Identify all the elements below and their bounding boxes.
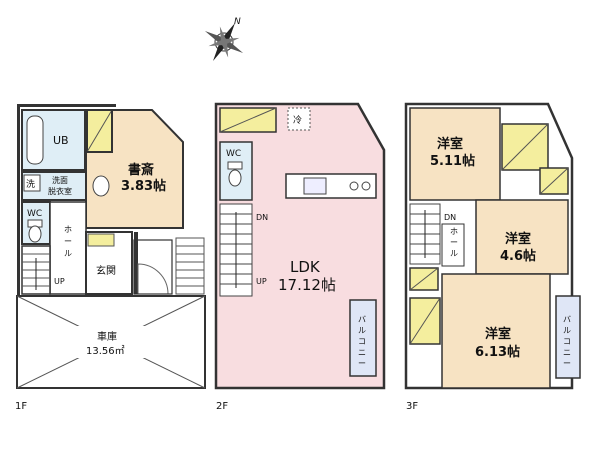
balcony-3f-char-3: ニ	[563, 348, 571, 357]
balcony-3f	[555, 295, 581, 379]
floor-1f: UB 書斎 3.83帖 洗 洗面 脱衣室 WC ホ ー ル	[15, 104, 206, 412]
fridge-label: 冷	[293, 114, 302, 126]
up-1f-label: UP	[54, 277, 65, 286]
room2-name: 洋室	[505, 231, 531, 247]
floor-2f: 冷 WC DN UP LDK 17.12帖 バ ル	[214, 102, 386, 412]
outside-steps	[175, 237, 205, 295]
balcony-3f-char-0: バ	[563, 315, 571, 324]
room1-name: 洋室	[437, 136, 463, 152]
floor-label-2f: 2F	[216, 401, 228, 412]
compass-rose-icon: N	[204, 17, 244, 62]
room2-size: 4.6帖	[500, 248, 536, 264]
balcony-2f	[349, 299, 377, 377]
wash-label-1: 洗面	[52, 175, 68, 185]
kitchen-counter	[285, 173, 377, 199]
up-2f-label: UP	[256, 277, 267, 286]
balcony-2f-char-1: ル	[358, 326, 366, 335]
compass-north-label: N	[234, 17, 241, 27]
wc-2f-label: WC	[226, 149, 241, 159]
fridge	[287, 107, 311, 131]
hall-1f	[49, 201, 87, 295]
hall-3f-char-1: ー	[450, 238, 458, 247]
hall-1f-char-1: ー	[64, 237, 72, 246]
ldk-size: 17.12帖	[278, 276, 336, 294]
stairs-3f	[409, 203, 441, 265]
hall-3f	[441, 223, 465, 267]
dn-3f-label: DN	[444, 213, 456, 222]
hall-3f-char-2: ル	[450, 249, 458, 258]
garage-size: 13.56㎡	[86, 345, 125, 357]
balcony-2f-char-3: ニ	[358, 348, 366, 357]
room1-size: 5.11帖	[430, 153, 475, 169]
floor-label-3f: 3F	[406, 401, 418, 412]
stairs-2f	[219, 203, 253, 297]
floor-3f: 洋室 5.11帖 DN ホ ー ル 洋室 4.6帖	[404, 102, 581, 412]
wash-label-2: 脱衣室	[48, 186, 72, 196]
balcony-2f-char-2: コ	[358, 337, 366, 346]
hall-3f-char-0: ホ	[450, 227, 458, 236]
entrance-label: 玄関	[96, 264, 116, 277]
stairs-1f	[21, 245, 51, 295]
study-size: 3.83帖	[121, 178, 166, 194]
garage-name: 車庫	[97, 330, 117, 343]
western-room-3	[441, 273, 551, 389]
balcony-3f-char-2: コ	[563, 337, 571, 346]
wc-1f-label: WC	[27, 209, 42, 219]
study-room	[85, 109, 184, 229]
western-room-2	[475, 199, 569, 275]
hall-1f-char-2: ル	[64, 249, 72, 258]
balcony-2f-char-4: ー	[358, 359, 366, 368]
balcony-2f-char-0: バ	[358, 315, 366, 324]
room3-size: 6.13帖	[475, 344, 520, 360]
balcony-3f-char-4: ー	[563, 359, 571, 368]
ldk-name: LDK	[290, 258, 321, 276]
washer-label: 洗	[26, 178, 35, 190]
ub-label: UB	[53, 134, 69, 147]
room3-name: 洋室	[485, 326, 511, 342]
study-name: 書斎	[128, 162, 154, 178]
balcony-3f-char-1: ル	[563, 326, 571, 335]
dn-2f-label: DN	[256, 213, 268, 222]
hall-1f-char-0: ホ	[64, 225, 72, 234]
floor-label-1f: 1F	[15, 401, 27, 412]
